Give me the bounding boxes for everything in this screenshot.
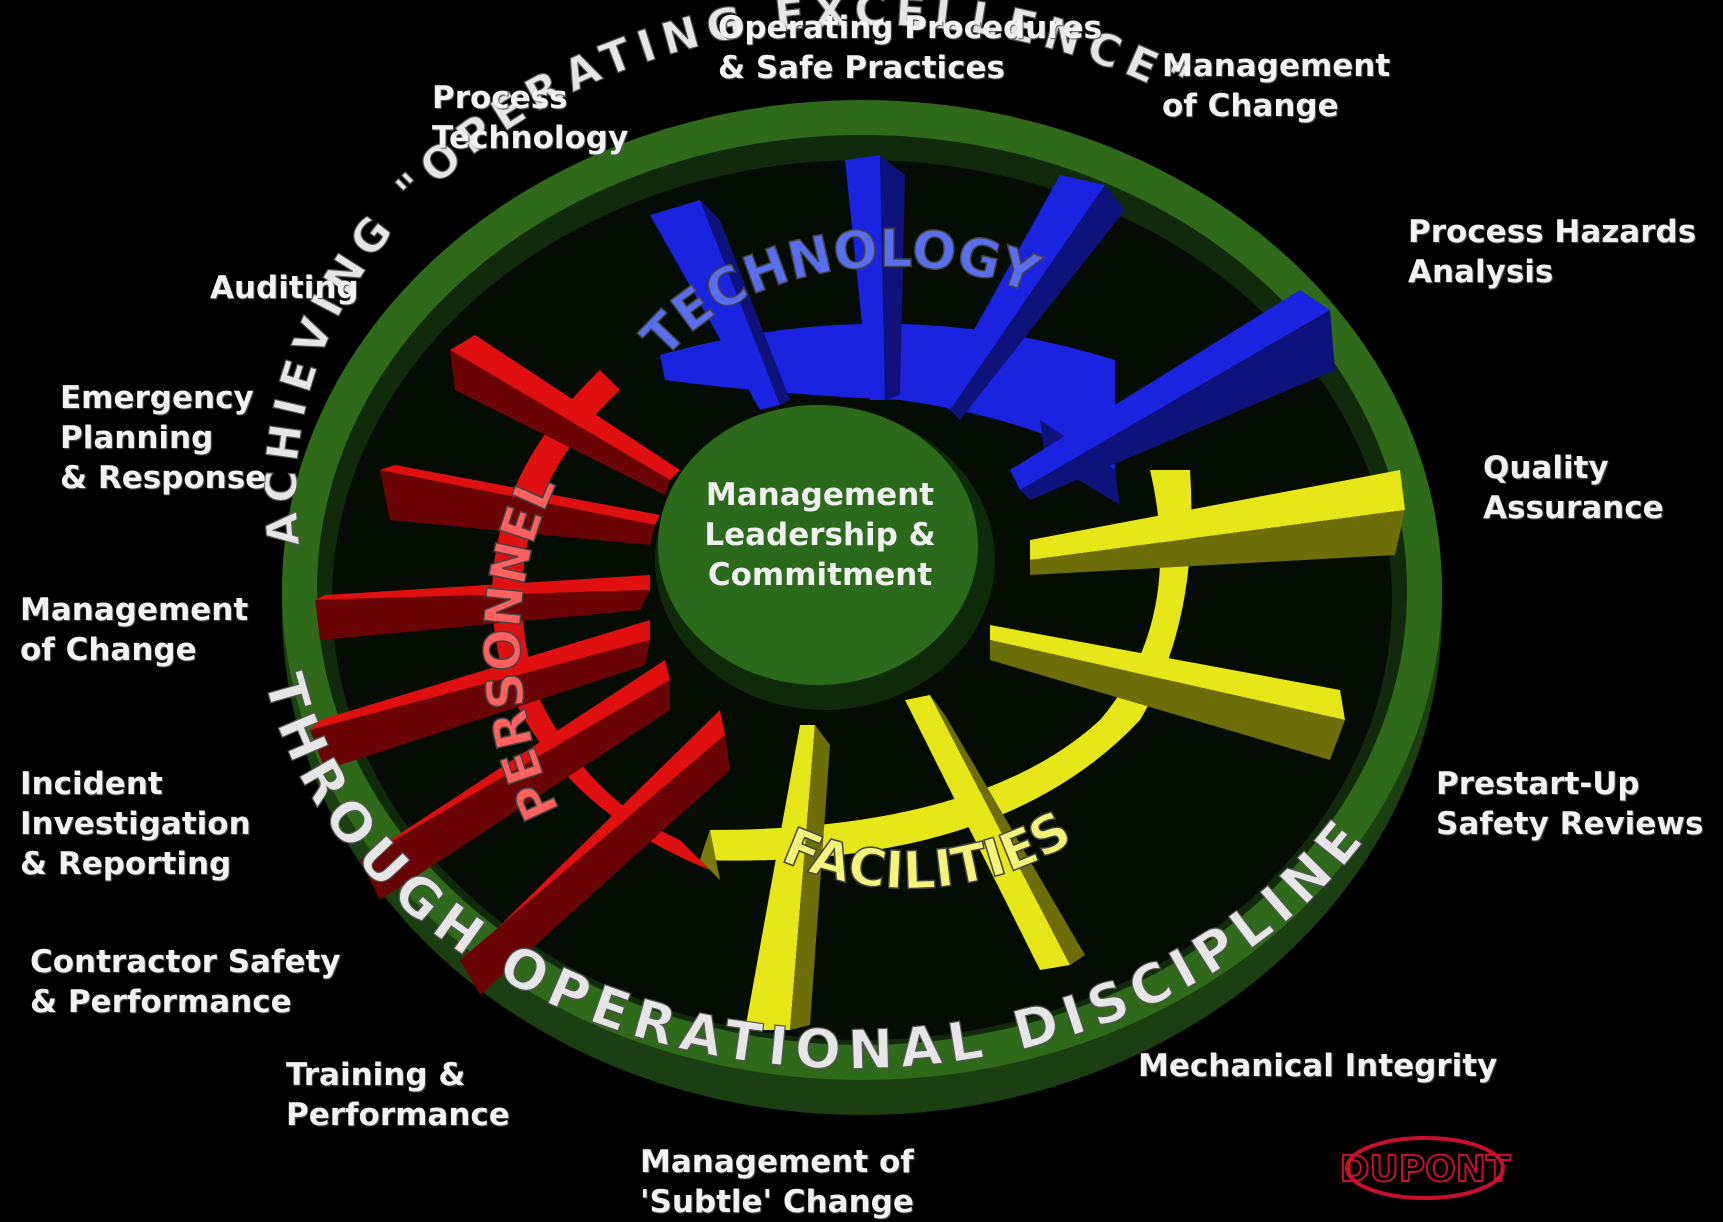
pers-fin-2 — [380, 465, 660, 525]
pers-fin-5 — [360, 660, 670, 860]
tech-fin-1 — [650, 200, 780, 410]
label-management-of-change-top: Management of Change — [1162, 48, 1391, 124]
fac-fin-1 — [1030, 470, 1405, 560]
label-process-technology: Process Technology — [432, 80, 629, 156]
label-training-performance: Training & Performance — [286, 1057, 510, 1133]
tech-fin-3 — [935, 175, 1105, 410]
label-process-hazards-analysis: Process Hazards Analysis — [1408, 214, 1697, 290]
center-disc: Management Leadership & Commitment — [655, 405, 995, 710]
label-operating-procedures: Operating Procedures & Safe Practices — [718, 10, 1103, 86]
dupont-logo: DUPONT — [1339, 1136, 1512, 1200]
label-emergency-planning: Emergency Planning & Response — [60, 380, 267, 496]
label-management-of-change-left: Management of Change — [20, 592, 249, 668]
fac-fin-4 — [745, 725, 815, 1030]
technology-segment — [650, 155, 1335, 505]
logo-text: DUPONT — [1340, 1149, 1511, 1190]
center-line-1: Management — [706, 477, 934, 513]
facilities-segment — [700, 470, 1405, 1030]
label-quality-assurance: Quality Assurance — [1483, 450, 1664, 526]
pers-fin-4 — [310, 620, 650, 730]
fac-fin-3 — [905, 695, 1070, 970]
label-contractor-safety: Contractor Safety & Performance — [30, 944, 341, 1020]
center-line-3: Commitment — [708, 557, 932, 593]
pers-fin-6 — [460, 710, 725, 960]
label-management-of-subtle-change: Management of 'Subtle' Change — [640, 1144, 914, 1220]
personnel-segment — [310, 335, 730, 995]
pers-fin-1 — [450, 335, 680, 480]
tech-fin-4 — [1010, 290, 1330, 490]
label-incident-investigation: Incident Investigation & Reporting — [20, 766, 251, 882]
label-prestart-up-safety-reviews: Prestart-Up Safety Reviews — [1436, 766, 1704, 842]
fac-fin-2 — [990, 625, 1345, 720]
tech-fin-2 — [845, 155, 885, 400]
center-line-2: Leadership & — [704, 517, 935, 553]
pers-fin-3 — [315, 575, 650, 600]
label-mechanical-integrity: Mechanical Integrity — [1138, 1048, 1498, 1084]
label-auditing: Auditing — [210, 270, 359, 306]
